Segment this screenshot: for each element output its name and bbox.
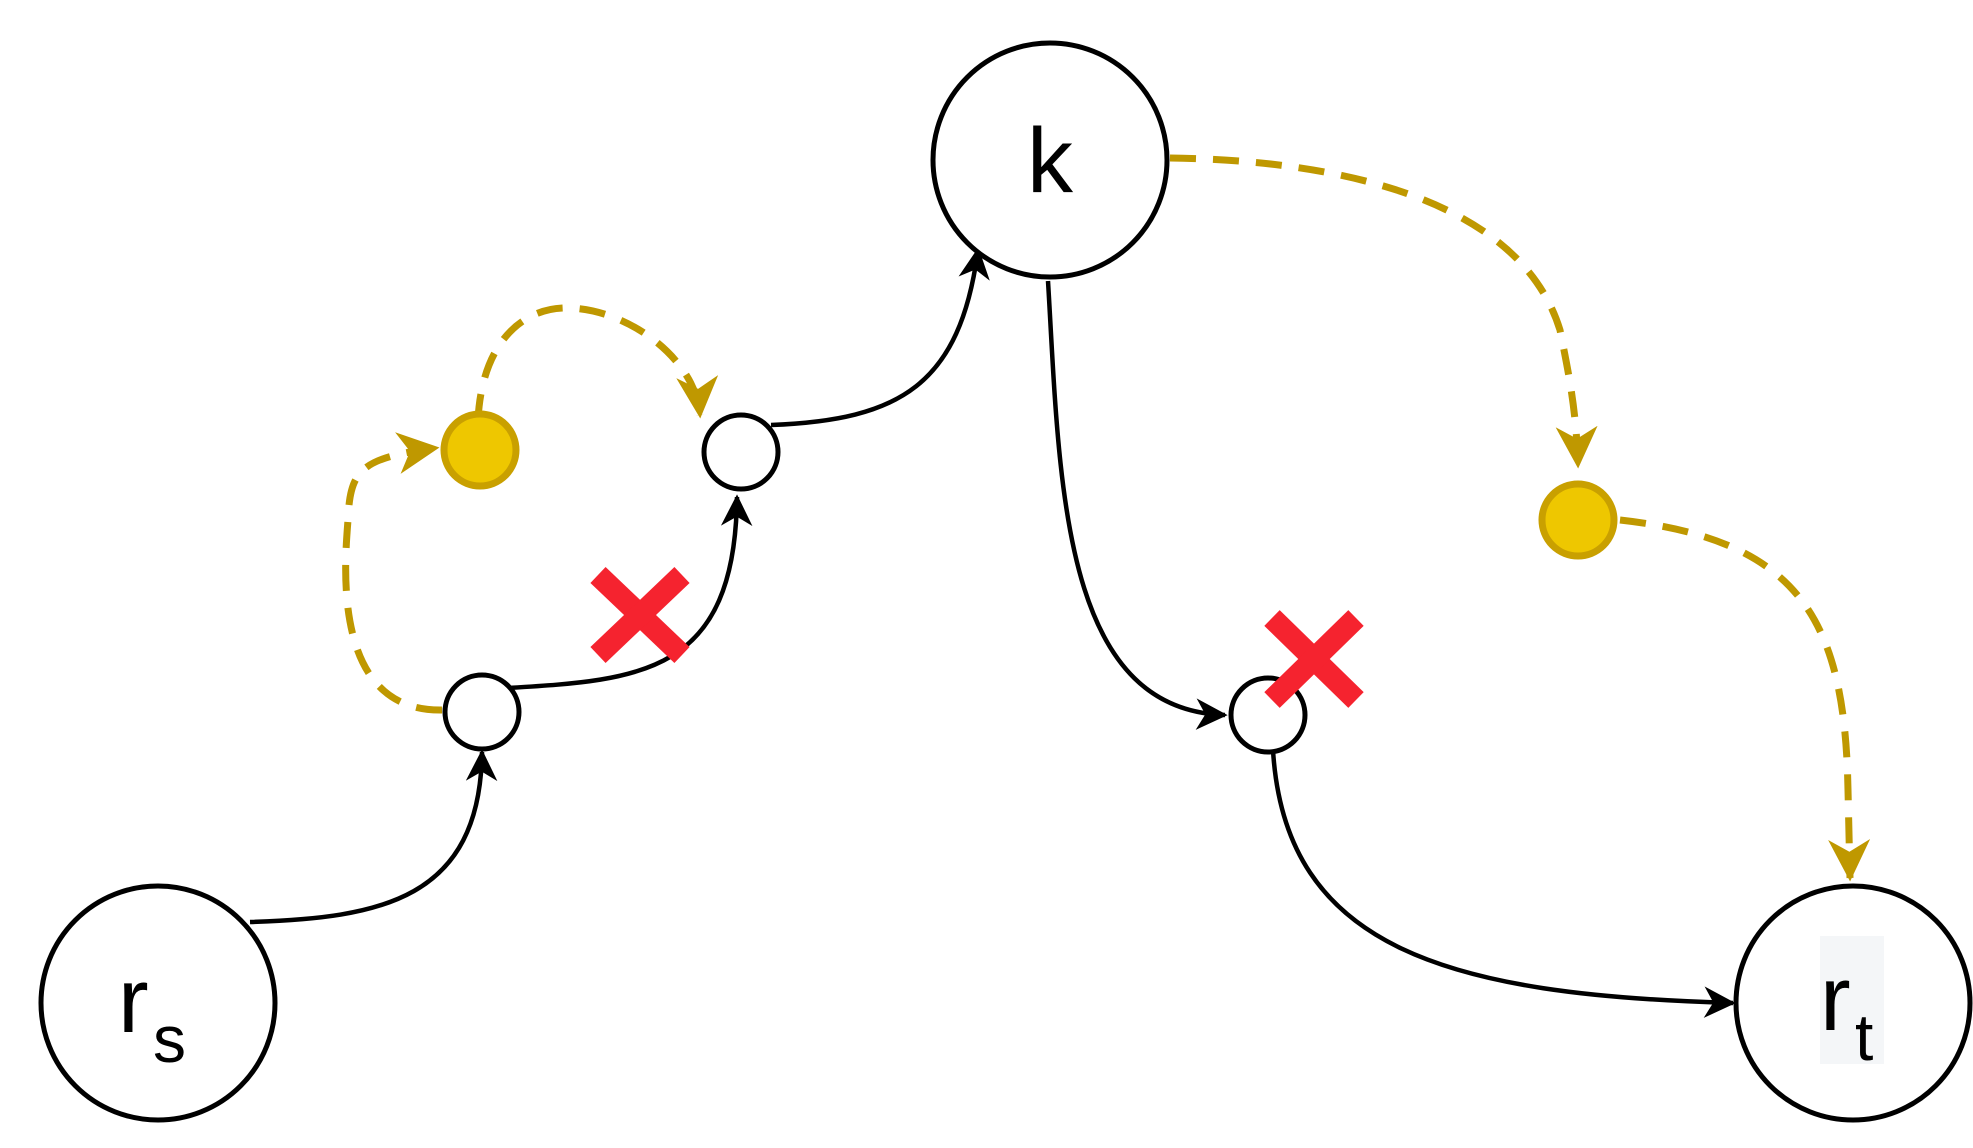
target-label-highlight	[1820, 936, 1884, 1064]
blocked-marker-1-cross-icon	[590, 567, 690, 663]
source-node-subscript: s	[153, 1002, 186, 1076]
middle-node-label: k	[1027, 110, 1074, 212]
target-node: r t	[1733, 883, 1973, 1123]
blocked-marker-2-cross-icon	[1264, 610, 1364, 708]
alt-edge-alt-node-1-to-node-b	[474, 304, 719, 421]
edge-source-to-node-a	[249, 749, 498, 925]
source-node: r s	[38, 883, 278, 1123]
alternate-node-2	[1538, 480, 1618, 560]
intermediate-node-a	[442, 672, 522, 752]
target-node-label: r	[1820, 948, 1851, 1050]
edge-middle-to-node-c	[1045, 280, 1228, 730]
intermediate-node-b	[701, 412, 781, 492]
alt-edge-alt-node-2-to-target	[1619, 516, 1871, 882]
alt-edge-middle-to-alt-node-2	[1169, 154, 1598, 469]
edge-node-c-to-target	[1270, 749, 1736, 1018]
source-node-label: r	[118, 950, 149, 1052]
edge-node-b-to-middle	[770, 247, 990, 428]
alternate-node-1	[440, 410, 520, 490]
alt-edge-node-a-to-alt-node-1	[342, 432, 443, 714]
middle-node: k	[930, 40, 1170, 280]
target-node-subscript: t	[1855, 1000, 1873, 1074]
